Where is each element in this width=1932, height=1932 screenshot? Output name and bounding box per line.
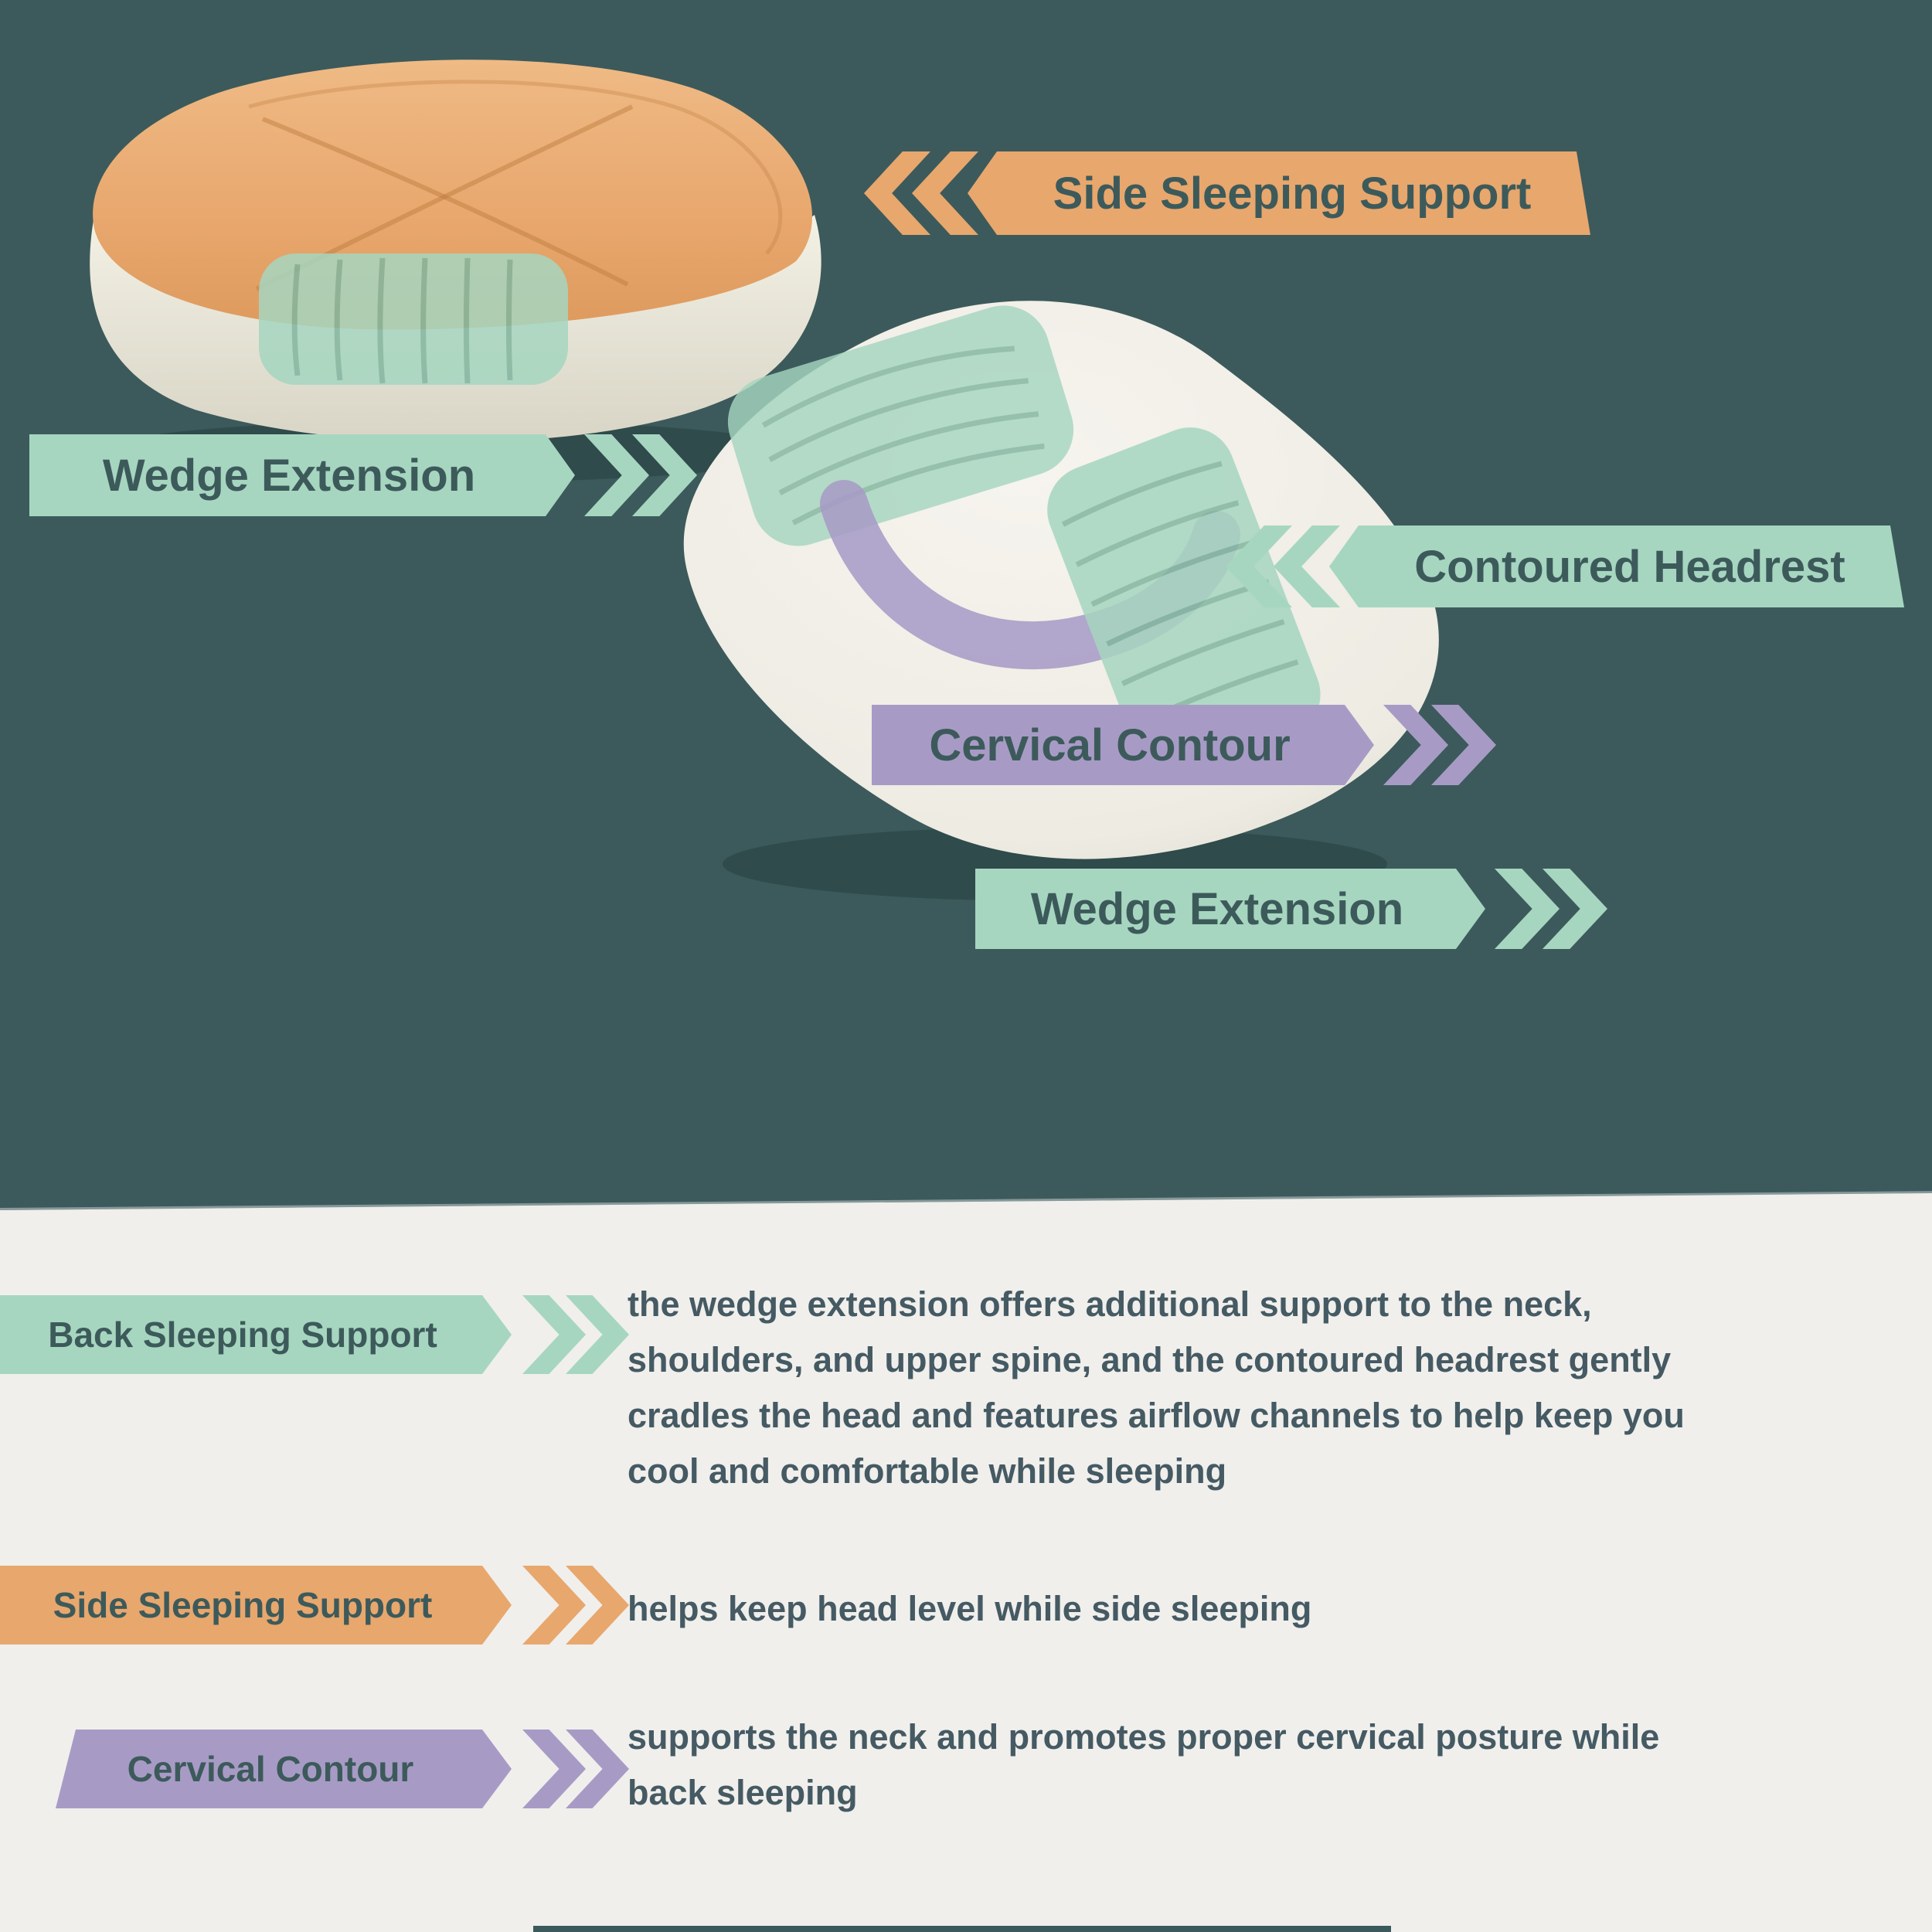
callout-contoured-headrest-label: Contoured Headrest <box>1414 541 1845 592</box>
back-sleeping-support-description: the wedge extension offers additional su… <box>628 1284 1685 1491</box>
callout-wedge-extension-right-label: Wedge Extension <box>1030 883 1404 934</box>
legend-back-sleeping-support: Back Sleeping Support <box>0 1295 512 1374</box>
bottom-accent-bar <box>533 1926 1391 1932</box>
legend-cervical-contour-label: Cervical Contour <box>127 1749 414 1789</box>
cervical-contour-description: supports the neck and promotes proper ce… <box>628 1717 1660 1812</box>
callout-wedge-extension-left-label: Wedge Extension <box>102 450 476 501</box>
callout-contoured-headrest: Contoured Headrest <box>1329 526 1904 607</box>
callout-side-sleeping-support-label: Side Sleeping Support <box>1053 168 1532 219</box>
legend-side-sleeping-support: Side Sleeping Support <box>0 1566 512 1645</box>
callout-side-sleeping-support: Side Sleeping Support <box>968 151 1590 235</box>
callout-cervical-contour: Cervical Contour <box>872 705 1374 785</box>
callout-wedge-extension-left: Wedge Extension <box>29 434 575 516</box>
legend-side-sleeping-support-label: Side Sleeping Support <box>53 1585 433 1625</box>
legend-cervical-contour: Cervical Contour <box>56 1730 512 1808</box>
callout-wedge-extension-right: Wedge Extension <box>975 869 1485 949</box>
legend-back-sleeping-support-label: Back Sleeping Support <box>48 1315 437 1355</box>
callout-cervical-contour-label: Cervical Contour <box>929 719 1291 770</box>
side-sleeping-support-description: helps keep head level while side sleepin… <box>628 1589 1312 1628</box>
